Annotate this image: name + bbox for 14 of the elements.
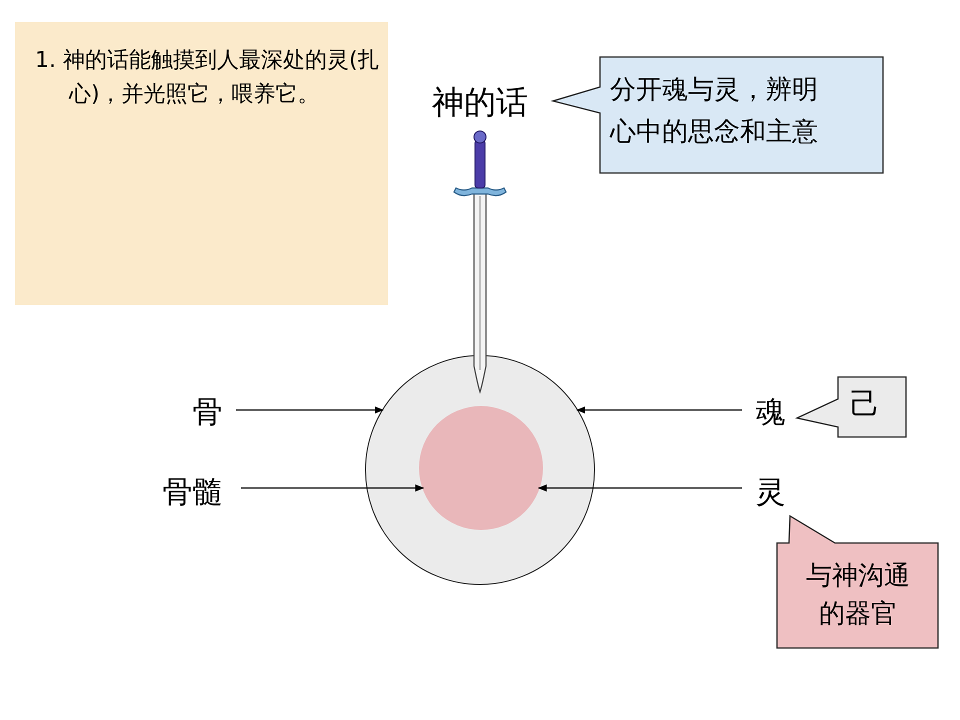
part-label: 灵 bbox=[748, 472, 793, 514]
part-label: 骨髓 bbox=[150, 472, 235, 514]
callout-text: 己 bbox=[850, 386, 881, 424]
part-label: 魂 bbox=[748, 392, 793, 434]
callout-text: 与神沟通的器官 bbox=[805, 560, 911, 631]
callout-text: 分开魂与灵，辨明心中的思念和主意 bbox=[610, 74, 819, 149]
arrow bbox=[576, 406, 742, 414]
arrow bbox=[241, 484, 424, 492]
note-card bbox=[15, 22, 388, 305]
part-label: 骨 bbox=[185, 392, 230, 434]
note-text: 1. 神的话能触摸到人最深处的灵(扎心)，并光照它，喂养它。 bbox=[35, 47, 381, 109]
arrow bbox=[236, 406, 384, 414]
sword-label: 神的话 bbox=[420, 80, 540, 124]
arrow bbox=[538, 484, 742, 492]
